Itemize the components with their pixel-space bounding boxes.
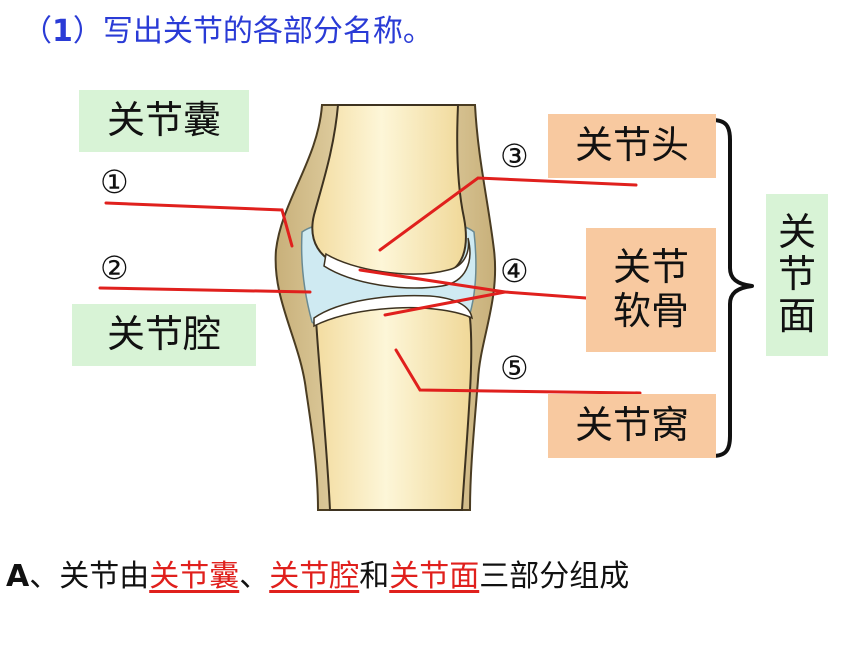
leader-line-4b: [383, 290, 507, 317]
answer-joint-surface: 关节面: [389, 559, 480, 594]
heading-paren-close: ）: [72, 14, 103, 49]
leader-line-1: [104, 201, 294, 248]
answer-joint-cavity: 关节腔: [269, 559, 360, 594]
label-surface-line1: 关: [777, 210, 816, 255]
heading-number: 1: [52, 14, 73, 49]
conclusion-letter: A: [6, 559, 30, 594]
leader-line-5: [394, 348, 642, 395]
label-cartilage-line2: 软骨: [612, 289, 689, 333]
label-cartilage-line1: 关节: [612, 245, 689, 290]
conclusion-seg1: 、关节由: [29, 559, 150, 594]
leader-line-2: [98, 286, 312, 294]
marker-5: ⑤: [500, 349, 529, 387]
heading-text: 写出关节的各部分名称。: [102, 14, 433, 49]
marker-4: ④: [500, 252, 529, 290]
conclusion-seg4: 三部分组成: [479, 559, 630, 594]
label-joint-capsule: 关节囊: [79, 90, 249, 152]
label-surface-line2: 节: [777, 252, 816, 297]
label-joint-head-text: 关节头: [574, 123, 689, 168]
joint-head-bone: [311, 104, 467, 280]
label-joint-socket: 关节窝: [548, 394, 716, 458]
conclusion-seg2: 、: [239, 559, 270, 594]
leader-line-3: [378, 176, 638, 252]
upper-cartilage-shape: [323, 237, 471, 289]
label-joint-cartilage: 关节 软骨: [586, 228, 716, 352]
surface-brace: [711, 118, 754, 458]
heading-paren-open: （: [22, 14, 52, 49]
heading: （1）写出关节的各部分名称。: [22, 6, 433, 50]
label-surface-line3: 面: [777, 293, 816, 338]
conclusion-sentence: A、关节由关节囊、关节腔和关节面三部分组成: [6, 551, 629, 595]
label-joint-cavity: 关节腔: [72, 304, 256, 366]
marker-3: ③: [500, 137, 529, 175]
label-joint-surface: 关 节 面: [766, 194, 828, 356]
conclusion-seg3: 和: [359, 559, 390, 594]
label-joint-head: 关节头: [548, 114, 716, 178]
marker-2: ②: [100, 249, 129, 287]
lower-cartilage-shape: [313, 294, 473, 328]
answer-joint-capsule: 关节囊: [149, 559, 240, 594]
marker-1: ①: [100, 163, 129, 201]
joint-socket-bone: [314, 298, 473, 511]
